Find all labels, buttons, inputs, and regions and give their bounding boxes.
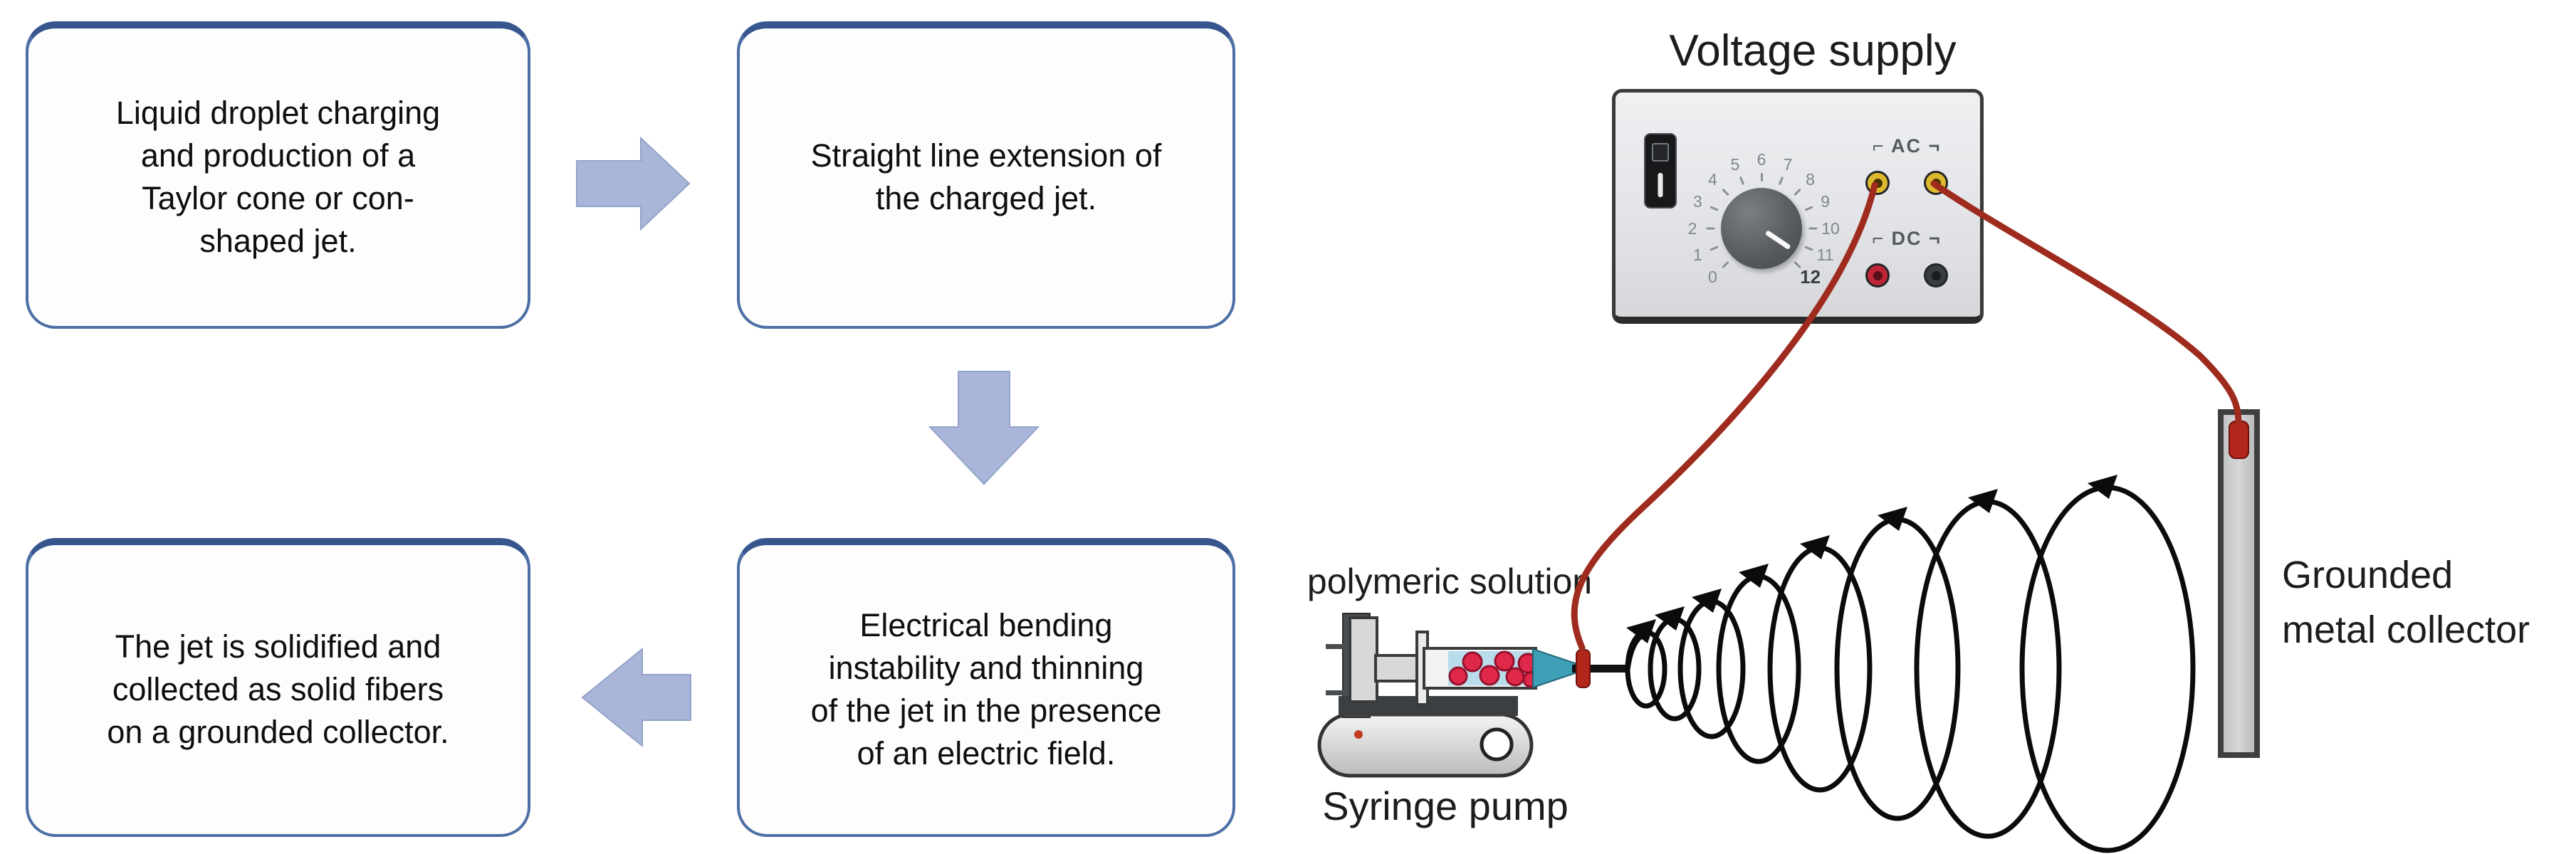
flow-arrow-right-icon <box>576 136 691 231</box>
solution-droplets <box>1448 650 1539 688</box>
loop-direction-arrow-icon <box>1968 489 1998 513</box>
dial-number: 3 <box>1692 192 1702 211</box>
plunger-wing <box>1326 690 1351 695</box>
ac-terminals-label: ⌐ AC ¬ <box>1872 135 1942 157</box>
jack-hole-icon <box>1873 270 1883 280</box>
polymeric-solution-fill <box>1448 651 1534 685</box>
dial-tick-icon <box>1794 260 1802 269</box>
loop-direction-arrow-icon <box>1878 507 1907 531</box>
loop-direction-arrow-icon <box>1626 619 1656 643</box>
loop-direction-arrow-icon <box>1655 606 1685 631</box>
dial-tick-icon <box>1804 206 1813 212</box>
voltage-knob <box>1721 188 1802 269</box>
dial-tick-icon <box>1721 260 1729 269</box>
flow-arrow-left-icon <box>581 647 691 748</box>
ac-jack-right <box>1924 171 1948 195</box>
dial-tick-icon <box>1706 227 1714 230</box>
flow-step-droplet-charging: Liquid droplet charging and production o… <box>26 21 530 329</box>
dial-tick-icon <box>1778 176 1784 186</box>
dial-tick-icon <box>1710 245 1719 251</box>
dial-number: 9 <box>1821 192 1830 211</box>
needle-hub-cone <box>1532 648 1576 689</box>
dial-number: 8 <box>1806 169 1815 189</box>
dial-number: 0 <box>1708 268 1717 287</box>
collector-bar <box>2218 409 2260 758</box>
loop-direction-arrow-icon <box>1692 589 1722 613</box>
power-switch <box>1644 133 1677 209</box>
dc-terminals-label: ⌐ DC ¬ <box>1872 228 1942 249</box>
pump-led-icon <box>1354 730 1363 739</box>
jack-hole-icon <box>1873 178 1883 188</box>
flow-arrow-down-icon <box>928 371 1040 485</box>
pump-tower <box>1342 613 1371 718</box>
power-switch-off-mark <box>1652 143 1669 162</box>
dial-number: 12 <box>1800 266 1821 288</box>
jack-hole-icon <box>1931 270 1941 280</box>
dial-tick-icon <box>1721 188 1729 196</box>
syringe-pump-label: Syringe pump <box>1322 784 1569 828</box>
knob-pointer-icon <box>1764 230 1791 251</box>
syringe-barrel <box>1423 647 1537 690</box>
ac-jack-left <box>1865 171 1890 195</box>
flow-step-jet-solidified: The jet is solidified and collected as s… <box>26 538 530 837</box>
power-switch-on-mark <box>1658 173 1663 197</box>
dial-tick-icon <box>1739 176 1745 186</box>
jet-hook <box>1625 631 1648 670</box>
loop-direction-arrow-icon <box>1739 564 1769 588</box>
flow-step-straight-line-extension: Straight line extension of the charged j… <box>737 21 1235 329</box>
barrel-flange <box>1415 631 1429 706</box>
dial-number: 5 <box>1730 154 1740 174</box>
dial-tick-icon <box>1710 206 1719 212</box>
syringe-pump <box>1317 613 1629 778</box>
jack-hole-icon <box>1931 178 1941 188</box>
grounded-collector-label: Grounded metal collector <box>2282 554 2530 651</box>
pump-body <box>1317 712 1534 778</box>
dial-number: 2 <box>1687 218 1697 238</box>
pump-rail <box>1339 696 1518 716</box>
plunger-wing <box>1326 644 1351 649</box>
dial-number: 7 <box>1783 154 1793 174</box>
whipping-jet-coil <box>1625 475 2196 853</box>
dial-number: 1 <box>1692 245 1702 264</box>
voltage-supply-label: Voltage supply <box>1669 26 1957 75</box>
dial-tick-icon <box>1760 173 1763 181</box>
pump-button-icon <box>1480 727 1514 761</box>
needle-electrode-clip <box>1576 649 1591 688</box>
grounded-metal-collector <box>2218 409 2260 758</box>
dial-tick-icon <box>1804 245 1813 251</box>
dial-tick-icon <box>1794 188 1802 196</box>
needle <box>1572 665 1629 673</box>
plunger-rod <box>1374 654 1424 682</box>
flow-step-bending-instability: Electrical bending instability and thinn… <box>737 538 1235 837</box>
collector-electrode-plug <box>2229 421 2249 459</box>
polymeric-solution-label: polymeric solution <box>1307 562 1593 601</box>
plunger-thumb-plate <box>1349 616 1378 703</box>
dc-jack-black <box>1924 263 1948 288</box>
dial-number: 6 <box>1756 149 1766 169</box>
dial-number: 4 <box>1708 169 1717 189</box>
dc-jack-red <box>1865 263 1890 288</box>
loop-direction-arrow-icon <box>2088 475 2117 499</box>
loop-direction-arrow-icon <box>1800 535 1830 559</box>
dial-tick-icon <box>1808 227 1817 230</box>
